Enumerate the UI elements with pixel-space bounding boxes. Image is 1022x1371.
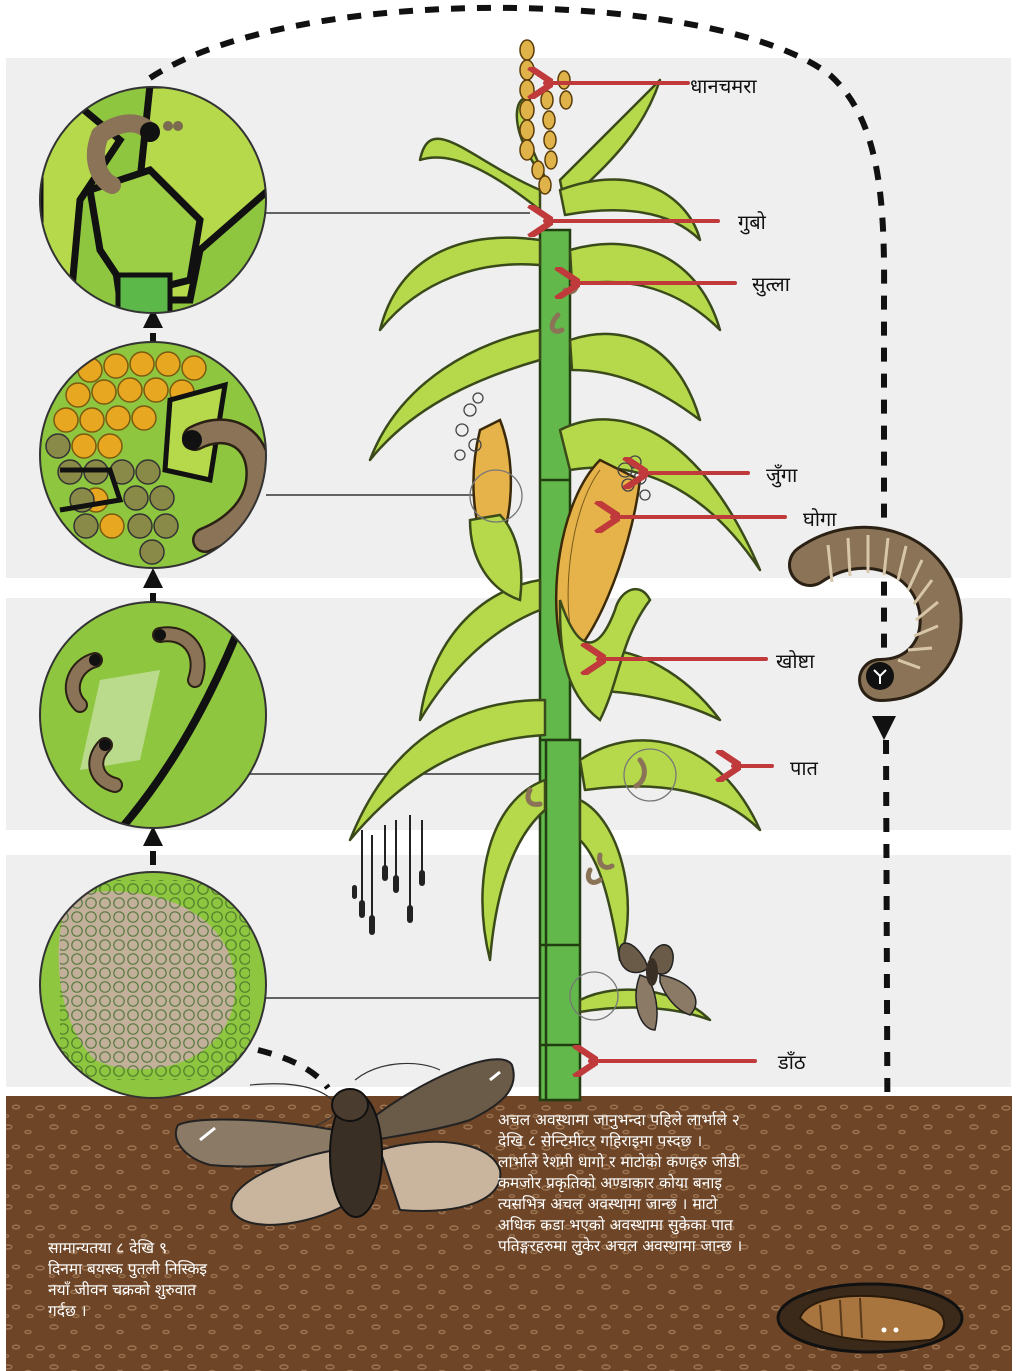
label-cob: घोगा: [803, 505, 836, 532]
label-tassel: धानचमरा: [690, 72, 757, 99]
label-whorl: गुबो: [738, 208, 766, 235]
pupation-note-line: अधिक कडा भएको अवस्थामा सुकेका पात: [498, 1215, 858, 1236]
pupa-icon: [778, 1284, 962, 1352]
adult-emergence-note-line: नयाँ जीवन चक्रको शुरुवात: [48, 1280, 288, 1301]
adult-emergence-note: सामान्यतया ८ देखि ९ दिनमा बयस्क पुतली नि…: [48, 1238, 288, 1322]
pupation-note-line: पतिङ्गरहरुमा लुकेर अचल अवस्थामा जान्छ ।: [498, 1236, 858, 1257]
pupation-note: अचल अवस्थामा जानुभन्दा पहिले लार्भाले २ …: [498, 1110, 858, 1257]
stage-circle-larvae-on-leaf: [40, 600, 266, 830]
label-stem-tip: सुत्ला: [752, 270, 790, 297]
adult-emergence-note-line: सामान्यतया ८ देखि ९: [48, 1238, 288, 1259]
label-husk: खोष्टा: [776, 647, 814, 674]
pupation-note-line: देखि ८ सेन्टिमीटर गहिराइमा पस्दछ ।: [498, 1131, 858, 1152]
adult-emergence-note-line: दिनमा बयस्क पुतली निस्किइ: [48, 1259, 288, 1280]
pupation-note-line: कमजोर प्रकृतिको अण्डाकार कोया बनाइ: [498, 1173, 858, 1194]
stage-circle-eggs: [40, 872, 266, 1098]
pupation-note-line: त्यसभित्र अचल अवस्थामा जान्छ । माटो: [498, 1194, 858, 1215]
pupation-note-line: लार्भाले रेशमी धागो र माटोको कणहरु जोडी: [498, 1152, 858, 1173]
stage-circle-larva-in-cob: [40, 342, 266, 568]
pupation-note-line: अचल अवस्थामा जानुभन्दा पहिले लार्भाले २: [498, 1110, 858, 1131]
label-stalk: डाँठ: [778, 1048, 806, 1075]
label-leaf: पात: [790, 754, 818, 781]
label-silk: जुँगा: [766, 461, 797, 488]
adult-emergence-note-line: गर्दछ ।: [48, 1301, 288, 1322]
